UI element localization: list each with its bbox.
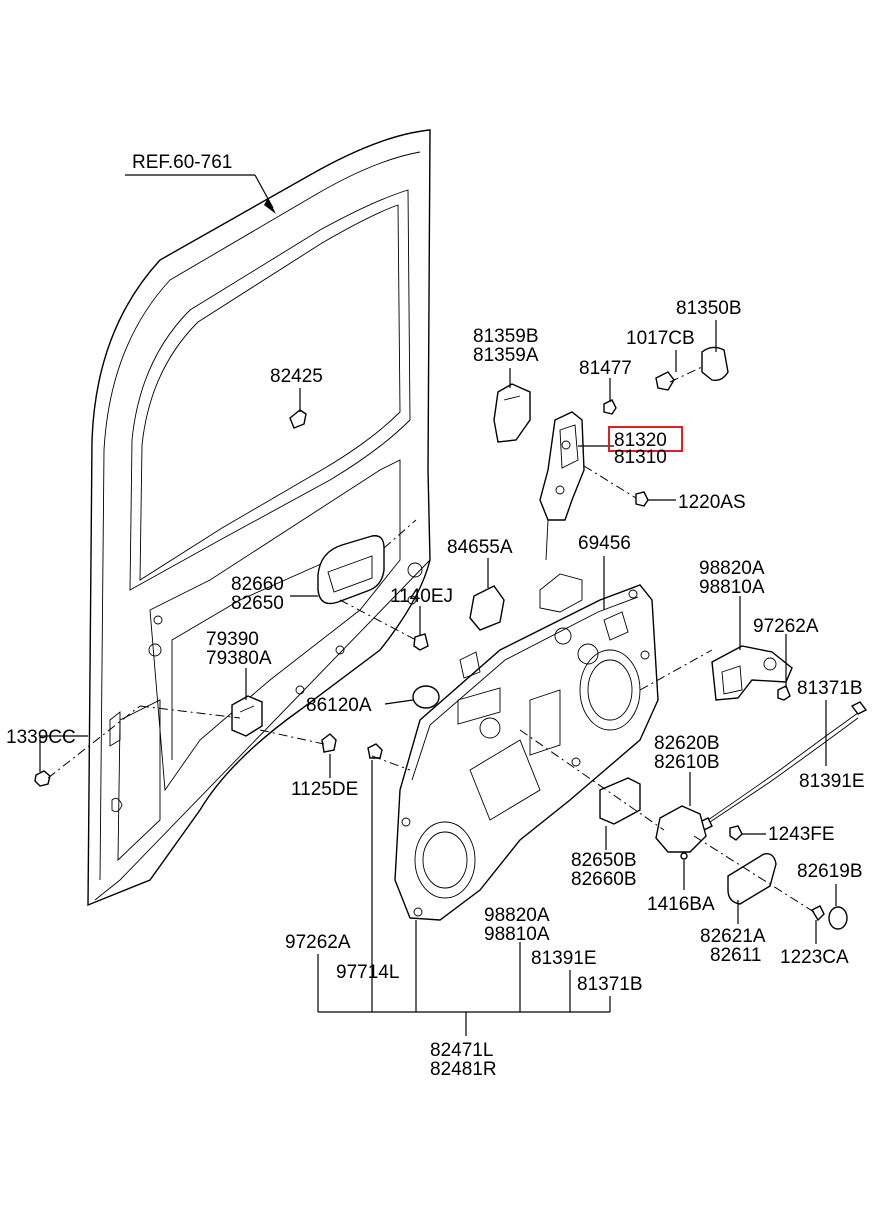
clip-82425 bbox=[289, 409, 307, 429]
nut-1339cc bbox=[34, 770, 51, 787]
label-1416ba: 1416BA bbox=[647, 894, 715, 915]
label-98820a-bottom: 98820A bbox=[484, 905, 550, 926]
screw-81477 bbox=[603, 399, 617, 415]
label-1339cc: 1339CC bbox=[6, 727, 76, 748]
label-1223ca: 1223CA bbox=[780, 947, 849, 968]
screw-1243fe bbox=[729, 825, 743, 841]
ref-label: REF.60-761 bbox=[132, 152, 232, 173]
label-81371b-right: 81371B bbox=[797, 678, 863, 699]
door-frame bbox=[87, 129, 431, 907]
part-labels: REF.60-761 81350B 1017CB 81359B 81359A 8… bbox=[6, 152, 865, 1080]
label-86120a: 86120A bbox=[306, 695, 372, 716]
bolt-1125de bbox=[321, 733, 337, 753]
bracket-82650b bbox=[599, 777, 641, 825]
label-82481r: 82481R bbox=[430, 1059, 497, 1080]
label-81359a: 81359A bbox=[473, 345, 539, 366]
bolt-1140ej bbox=[413, 633, 429, 651]
screw-1223ca bbox=[811, 905, 825, 922]
label-97262a-right: 97262A bbox=[753, 616, 819, 637]
label-1220as: 1220AS bbox=[678, 492, 746, 513]
label-84655a: 84655A bbox=[447, 537, 513, 558]
label-69456: 69456 bbox=[578, 533, 631, 554]
label-1243fe: 1243FE bbox=[768, 824, 835, 845]
label-79380a: 79380A bbox=[206, 648, 272, 669]
label-82650b: 82650B bbox=[571, 850, 637, 871]
label-82425: 82425 bbox=[270, 366, 323, 387]
striker-81350b bbox=[701, 346, 729, 382]
label-82610b: 82610B bbox=[654, 752, 720, 773]
label-97714l: 97714L bbox=[336, 962, 399, 983]
label-98810a-bottom: 98810A bbox=[484, 924, 550, 945]
label-98810a-top: 98810A bbox=[699, 577, 765, 598]
screw-1017cb bbox=[655, 371, 675, 391]
label-1125de: 1125DE bbox=[291, 779, 358, 800]
inside-handle-82621a bbox=[727, 853, 777, 905]
label-81477: 81477 bbox=[579, 358, 632, 379]
label-81371b-bottom: 81371B bbox=[577, 974, 643, 995]
label-1017cb: 1017CB bbox=[626, 328, 695, 349]
hinge-79390 bbox=[231, 695, 263, 737]
label-81359b: 81359B bbox=[473, 326, 539, 347]
label-82650: 82650 bbox=[231, 593, 284, 614]
cap-82619b bbox=[828, 906, 848, 930]
pin-1416ba bbox=[680, 852, 688, 860]
label-82621a: 82621A bbox=[700, 926, 766, 947]
label-82660: 82660 bbox=[231, 574, 284, 595]
label-97262a-left: 97262A bbox=[285, 932, 351, 953]
bracket-81359b bbox=[493, 383, 531, 443]
cover-84655a bbox=[469, 585, 505, 631]
screw-97262a-right bbox=[777, 685, 791, 701]
door-module-panel bbox=[394, 573, 659, 921]
label-81391e-bottom: 81391E bbox=[531, 948, 597, 969]
handle-base-82620b bbox=[655, 805, 707, 853]
leader-lines bbox=[39, 174, 837, 1036]
label-1140ej: 1140EJ bbox=[390, 586, 453, 607]
highlight-box-81320 bbox=[608, 426, 683, 452]
label-82660b: 82660B bbox=[571, 869, 637, 890]
label-81310: 81310 bbox=[614, 447, 667, 468]
label-81350b: 81350B bbox=[676, 298, 742, 319]
label-82619b: 82619B bbox=[797, 861, 863, 882]
outside-handle bbox=[317, 535, 385, 605]
label-82611: 82611 bbox=[710, 945, 761, 966]
label-79390: 79390 bbox=[206, 629, 259, 650]
label-82471l: 82471L bbox=[430, 1040, 493, 1061]
door-cables bbox=[699, 701, 868, 831]
label-81391e-right: 81391E bbox=[799, 771, 865, 792]
label-81320: 81320 bbox=[614, 430, 667, 451]
nut-97714l bbox=[367, 743, 383, 759]
seal-86120a bbox=[412, 685, 440, 709]
label-82620b: 82620B bbox=[654, 733, 720, 754]
screw-1220as bbox=[635, 491, 649, 507]
label-98820a-top: 98820A bbox=[699, 558, 765, 579]
door-latch bbox=[539, 411, 585, 561]
